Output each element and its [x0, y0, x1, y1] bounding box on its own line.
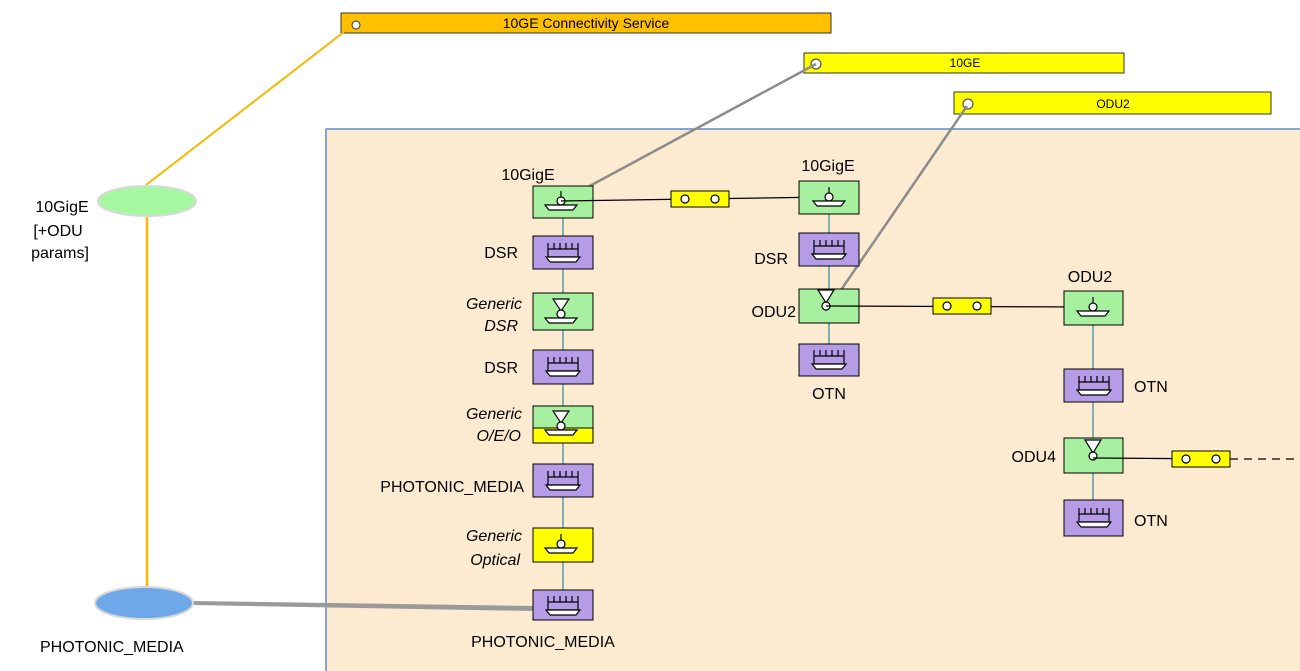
col1-top-label: 10GigE — [501, 167, 554, 184]
col3-otn2-label: OTN — [1134, 513, 1168, 530]
connector[interactable] — [1171, 450, 1231, 468]
col2-dsr-box[interactable] — [798, 232, 860, 267]
photonic-node-label: PHOTONIC_MEDIA — [40, 639, 184, 656]
odu2-banner-label: ODU2 — [1096, 97, 1130, 111]
col1-photonic-label: PHOTONIC_MEDIA — [380, 479, 524, 496]
col3-odu4-label: ODU4 — [1012, 449, 1057, 466]
ethernet-node-label: 10GigE — [35, 199, 88, 216]
col1-generic-optical-box[interactable] — [532, 527, 594, 563]
col2-otn-label: OTN — [812, 386, 846, 403]
col1-10gige-box[interactable] — [532, 185, 594, 219]
col1-generic-oeo-box[interactable] — [532, 405, 594, 444]
col3-odu2-box[interactable] — [1063, 290, 1124, 326]
col1-dsr2-label: DSR — [484, 360, 518, 377]
col2-dsr-label: DSR — [754, 251, 788, 268]
col1-dsr-box[interactable] — [532, 235, 594, 270]
photonic-link — [192, 601, 533, 611]
col3-otn-label: OTN — [1134, 379, 1168, 396]
col1-generic-optical-label: Optical — [470, 552, 520, 569]
ethernet-node-label: [+ODU — [33, 223, 82, 240]
col1-dsr-label: DSR — [484, 245, 518, 262]
col1-generic-dsr-box[interactable] — [532, 292, 594, 331]
col3-otn2-box[interactable] — [1063, 499, 1124, 537]
service-banner-label: 10GE Connectivity Service — [503, 15, 670, 31]
ge-banner-label: 10GE — [950, 56, 981, 70]
col2-10gige-box[interactable] — [798, 180, 860, 215]
col1-photonic-box[interactable] — [532, 463, 594, 498]
col1-generic-optical-label: Generic — [466, 528, 522, 545]
col1-generic-dsr-label: DSR — [484, 318, 518, 335]
col1-generic-oeo-label: O/E/O — [477, 428, 521, 445]
service-link-orange — [145, 27, 350, 186]
col3-odu2-label: ODU2 — [1068, 269, 1113, 286]
col1-photonic2-label: PHOTONIC_MEDIA — [471, 634, 615, 651]
photonic-node[interactable] — [94, 586, 194, 620]
ethernet-node-label: params] — [31, 245, 89, 262]
ethernet-node[interactable] — [97, 185, 197, 217]
col3-odu4-box[interactable] — [1063, 437, 1124, 474]
col2-odu2-label: ODU2 — [752, 304, 797, 321]
odu2-link — [828, 105, 969, 307]
ge-link — [559, 62, 817, 204]
ge-banner[interactable]: 10GE — [803, 52, 1125, 74]
col3-otn-box[interactable] — [1063, 368, 1124, 403]
connector[interactable] — [932, 297, 992, 315]
col1-generic-dsr-label: Generic — [466, 296, 522, 313]
network-domain — [325, 128, 1300, 671]
col1-photonic2-box[interactable] — [532, 589, 594, 621]
col2-top-label: 10GigE — [801, 158, 854, 175]
service-banner[interactable]: 10GE Connectivity Service — [340, 12, 832, 34]
odu2-banner[interactable]: ODU2 — [953, 91, 1272, 115]
col1-generic-oeo-label: Generic — [466, 406, 522, 423]
col2-otn-box[interactable] — [798, 343, 860, 377]
connector[interactable] — [670, 190, 730, 208]
col1-dsr2-box[interactable] — [532, 349, 594, 385]
